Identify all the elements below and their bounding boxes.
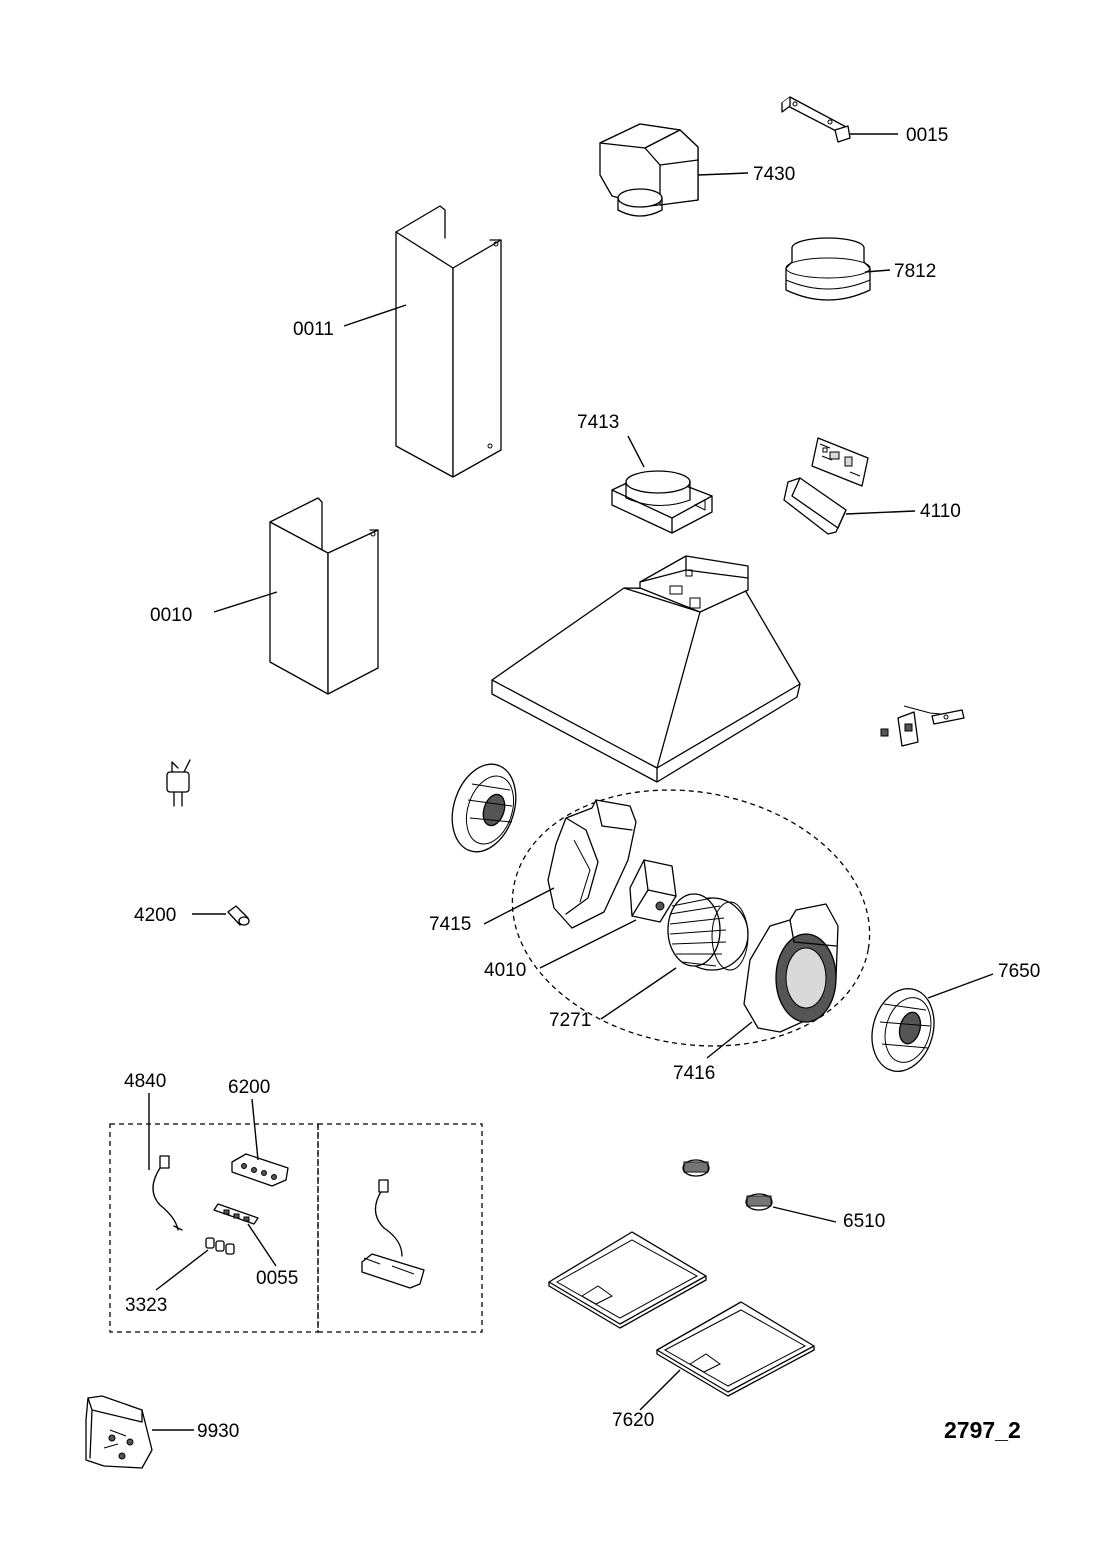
label-0011: 0011 — [293, 319, 334, 340]
part-6200-switch-block[interactable] — [231, 1153, 289, 1187]
part-7812-reducer-ring[interactable] — [785, 237, 871, 301]
part-0015-bracket[interactable] — [781, 96, 851, 143]
part-0055-button-strip[interactable] — [213, 1203, 259, 1225]
label-6200: 6200 — [228, 1077, 270, 1098]
part-mounting-clip[interactable] — [880, 705, 965, 747]
option-box-left — [109, 1123, 319, 1333]
leader-7430 — [697, 172, 749, 176]
label-7430: 7430 — [753, 164, 795, 185]
leader-7413 — [627, 435, 645, 468]
part-7416-right-blower-housing[interactable] — [743, 903, 839, 1033]
label-7415: 7415 — [429, 914, 471, 935]
part-capacitor[interactable] — [166, 759, 191, 807]
part-hood-canopy[interactable] — [491, 555, 801, 783]
leader-6510 — [772, 1206, 837, 1223]
part-4010-motor[interactable] — [629, 859, 677, 923]
leader-7416 — [706, 1021, 753, 1059]
part-left-carbon-filter[interactable] — [442, 756, 527, 860]
part-4840-cable[interactable] — [152, 1155, 183, 1231]
part-control-module-alt[interactable] — [361, 1179, 425, 1289]
part-9930-hardware-bag[interactable] — [85, 1395, 153, 1469]
leader-7415 — [483, 887, 555, 925]
leader-7620 — [639, 1369, 681, 1411]
part-4200-lamp[interactable] — [227, 905, 250, 926]
label-4200: 4200 — [134, 905, 176, 926]
label-4840: 4840 — [124, 1071, 166, 1092]
leader-7271 — [600, 967, 677, 1020]
part-7271-fan-wheel[interactable] — [667, 893, 749, 971]
leader-6200 — [251, 1098, 259, 1161]
diagram-reference-number: 2797_2 — [944, 1417, 1021, 1443]
label-9930: 9930 — [197, 1421, 239, 1442]
leader-7812 — [864, 269, 891, 273]
label-7650: 7650 — [998, 961, 1040, 982]
part-7413-collar-plate[interactable] — [611, 470, 713, 534]
label-7416: 7416 — [673, 1063, 715, 1084]
label-7620: 7620 — [612, 1410, 654, 1431]
label-4110: 4110 — [920, 501, 961, 522]
label-0015: 0015 — [906, 125, 948, 146]
leader-0055 — [247, 1223, 277, 1267]
label-7812: 7812 — [894, 261, 936, 282]
label-4010: 4010 — [484, 960, 526, 981]
label-0010: 0010 — [150, 605, 192, 626]
leader-4010 — [539, 919, 637, 969]
option-box-right — [317, 1123, 483, 1333]
label-7271: 7271 — [549, 1010, 591, 1031]
leader-0011 — [343, 304, 407, 327]
leader-0010 — [213, 591, 278, 613]
blower-group-outline — [511, 789, 871, 1047]
part-3323-push-caps[interactable] — [205, 1237, 235, 1255]
part-6510-knobs[interactable] — [682, 1159, 773, 1211]
label-3323: 3323 — [125, 1295, 167, 1316]
label-0055: 0055 — [256, 1268, 298, 1289]
leader-4110 — [845, 510, 916, 515]
label-7413: 7413 — [577, 412, 619, 433]
part-4110-control-board[interactable] — [783, 437, 869, 535]
leader-3323 — [155, 1249, 209, 1291]
label-6510: 6510 — [843, 1211, 885, 1232]
part-7650-carbon-filter[interactable] — [863, 982, 943, 1079]
part-0011-upper-chimney[interactable] — [395, 205, 502, 478]
part-7620-grease-filters[interactable] — [548, 1231, 815, 1397]
part-0010-lower-chimney[interactable] — [269, 497, 379, 695]
part-7430-duct-adapter[interactable] — [599, 123, 699, 217]
leader-7650 — [927, 973, 994, 999]
part-7415-left-blower-housing[interactable] — [547, 799, 637, 929]
